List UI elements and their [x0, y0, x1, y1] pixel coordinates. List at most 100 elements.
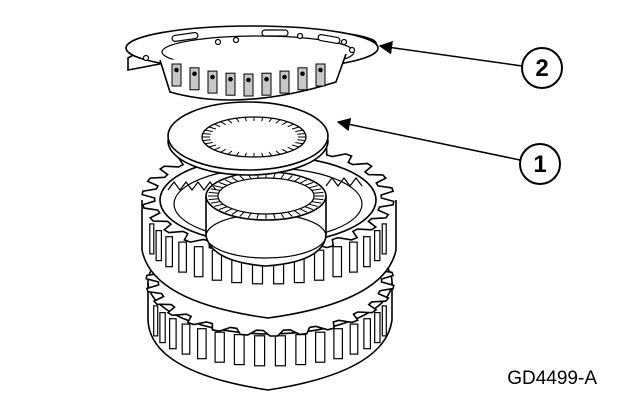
- hub-spline: [287, 175, 293, 181]
- shell-window: [243, 73, 254, 97]
- lower-side-tooth: [197, 328, 207, 360]
- hub-spline: [231, 210, 239, 216]
- spring-left: [167, 181, 217, 191]
- shell-window: [189, 67, 200, 91]
- hub-spline: [210, 201, 221, 204]
- plate-tooth: [297, 139, 306, 141]
- lower-side-tooth: [254, 335, 266, 367]
- hub-spline: [247, 212, 252, 219]
- lower-side-tooth: [153, 305, 159, 337]
- plate-tooth: [208, 126, 217, 130]
- hub-spline: [280, 173, 285, 180]
- plate-tooth: [291, 144, 300, 148]
- shell-rivet: [246, 77, 251, 83]
- plate-tooth: [220, 121, 226, 126]
- lower-side-tooth: [159, 312, 166, 344]
- hub-spline: [224, 179, 233, 184]
- hub-spline: [273, 213, 276, 219]
- hub-spline: [218, 206, 228, 210]
- lower-side-tooth: [374, 312, 381, 344]
- hub-spline: [304, 182, 314, 186]
- callout-2-label: 2: [535, 55, 548, 82]
- shell-window: [297, 67, 308, 91]
- shell-window: [207, 70, 218, 94]
- plate-tooth: [244, 152, 247, 157]
- lower-side-tooth: [349, 323, 359, 355]
- spring-right: [325, 177, 363, 187]
- hub-spline: [308, 185, 318, 189]
- upper-side-tooth: [363, 236, 371, 268]
- plate-tooth: [287, 146, 294, 151]
- plate-tooth: [297, 133, 306, 135]
- shell-window: [261, 72, 272, 96]
- callout-leaders: [336, 41, 523, 161]
- lower-side-tooth: [381, 305, 387, 337]
- upper-side-tooth: [374, 230, 381, 262]
- hub-spline: [239, 211, 245, 217]
- lower-side-tooth: [169, 318, 177, 350]
- plate-tooth: [205, 142, 213, 145]
- upper-side-tooth: [381, 223, 387, 255]
- plate-tooth: [227, 119, 233, 124]
- hub-spline: [208, 198, 219, 201]
- hub-spline: [218, 182, 228, 186]
- hub-spline: [308, 203, 318, 207]
- upper-side-tooth: [332, 246, 343, 278]
- lower-side-tooth: [214, 331, 225, 363]
- shell-rivet: [300, 71, 305, 77]
- plate-tooth: [275, 119, 281, 124]
- hub-spline: [293, 210, 301, 216]
- hub-spline: [313, 191, 324, 194]
- callout-2: 2: [521, 47, 563, 89]
- plate-tooth: [287, 123, 294, 128]
- hub-splines: [208, 173, 324, 219]
- plate-inner-teeth: [202, 117, 306, 157]
- callout-1: 1: [519, 143, 561, 185]
- plate-tooth: [282, 121, 288, 126]
- hub-spline: [299, 179, 308, 184]
- hub-spline: [231, 176, 239, 182]
- plate-tooth: [235, 151, 240, 157]
- shell-rivet: [210, 74, 215, 80]
- plate-tooth: [275, 150, 281, 155]
- hub-spline: [214, 203, 224, 207]
- callout-2-circle: [521, 47, 563, 89]
- hub-spline: [304, 206, 314, 210]
- upper-side-tooth: [149, 223, 155, 255]
- plate-tooth: [268, 151, 273, 157]
- part-1-plate: [167, 101, 329, 176]
- lower-side-tooth: [181, 323, 191, 355]
- lower-side-tooth: [315, 331, 326, 363]
- plate-tooth: [220, 148, 226, 153]
- shell-windows: [171, 63, 326, 97]
- hub-spline: [280, 212, 285, 219]
- upper-side-tooth: [155, 230, 163, 262]
- shell-window: [279, 70, 290, 94]
- hub-spline: [313, 198, 324, 201]
- upper-side-tooth: [178, 241, 188, 273]
- flange-slots: [142, 29, 356, 62]
- lower-side-tooth: [274, 335, 286, 367]
- plate-tooth: [208, 144, 217, 148]
- plate-tooth: [214, 123, 221, 128]
- plate-tooth: [282, 148, 288, 153]
- lower-gear-teeth: [153, 305, 387, 367]
- plate-tooth: [227, 150, 233, 155]
- leader-line-1: [336, 117, 521, 161]
- hub-spline: [239, 175, 245, 181]
- part-2-retainer: [125, 25, 379, 101]
- plate-tooth: [202, 139, 211, 141]
- plate-tooth: [205, 129, 213, 132]
- plate-tooth: [261, 117, 264, 122]
- shell-rivet: [174, 67, 179, 73]
- shell-rivet: [264, 76, 269, 82]
- hub-spline: [311, 201, 322, 204]
- shell-rivet: [228, 76, 233, 82]
- lower-side-tooth: [295, 334, 307, 366]
- drum-gear-assembly: [141, 141, 397, 391]
- shell-window: [171, 63, 182, 87]
- hub-spline: [273, 173, 276, 179]
- callout-1-circle: [519, 143, 561, 185]
- upper-side-tooth: [165, 236, 173, 268]
